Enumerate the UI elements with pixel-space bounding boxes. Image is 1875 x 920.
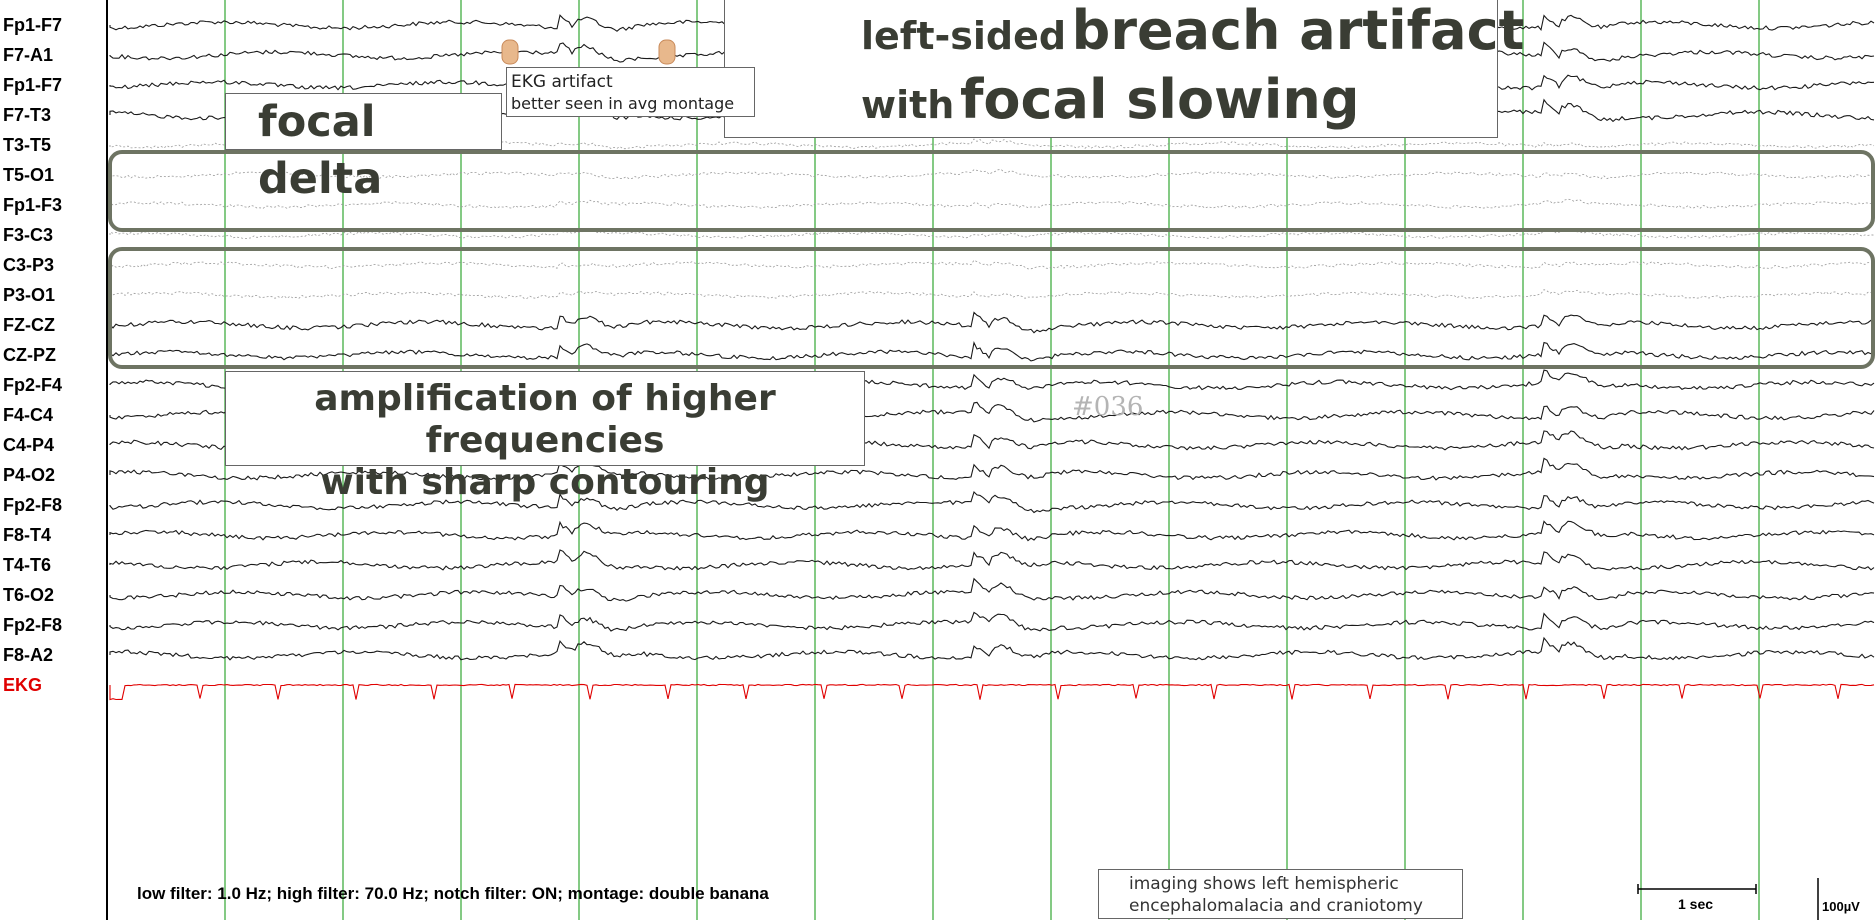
page-number-watermark: #036 — [1072, 392, 1144, 422]
title-large-2: focal slowing — [959, 68, 1360, 131]
amplitude-scale-label: 100µV — [1822, 899, 1860, 914]
channel-label: T5-O1 — [3, 165, 55, 185]
channel-label: EKG — [3, 675, 43, 695]
channel-label: F3-C3 — [3, 225, 54, 245]
amplification-annotation: amplification of higher frequencies with… — [225, 371, 865, 503]
channel-label: T6-O2 — [3, 585, 55, 605]
channel-trace — [109, 611, 1875, 632]
channel-label: Fp1-F3 — [3, 195, 63, 215]
channel-label: Fp2-F8 — [3, 495, 63, 515]
focal-delta-annotation: focal delta — [225, 93, 502, 204]
channel-label: Fp2-F8 — [3, 615, 63, 635]
channel-trace — [109, 549, 1875, 571]
amplification-line-2: with sharp contouring — [320, 462, 770, 503]
channel-label: F8-T4 — [3, 525, 52, 545]
channel-trace — [109, 289, 1875, 299]
channel-trace — [109, 457, 1875, 481]
ekg-marker — [501, 39, 519, 65]
highlight-box-parasagittal — [108, 247, 1875, 369]
scale-bars — [1637, 878, 1819, 920]
title-small-1: left-sided — [861, 14, 1067, 58]
channel-trace — [109, 683, 1875, 701]
channel-trace — [109, 311, 1875, 334]
ekg-marker — [658, 39, 676, 65]
ekg-artifact-annotation: EKG artifact better seen in avg montage — [506, 67, 755, 117]
channel-label: Fp1-F7 — [3, 75, 63, 95]
channel-trace — [109, 259, 1875, 270]
channel-label: P4-O2 — [3, 465, 56, 485]
title-annotation: left-sided breach artifact with focal sl… — [724, 0, 1524, 138]
channel-label: T3-T5 — [3, 135, 52, 155]
time-scale-label: 1 sec — [1678, 896, 1714, 912]
channel-label: F4-C4 — [3, 405, 54, 425]
ekg-markers — [501, 39, 753, 65]
channel-label: F7-A1 — [3, 45, 54, 65]
channel-label: CZ-PZ — [3, 345, 56, 365]
channel-label: C3-P3 — [3, 255, 55, 275]
channel-trace — [109, 490, 1875, 514]
amplification-line-1: amplification of higher frequencies — [314, 378, 776, 461]
ekg-artifact-title: EKG artifact — [511, 72, 613, 92]
channel-label: Fp1-F7 — [3, 15, 63, 35]
title-large-1: breach artifact — [1071, 0, 1525, 62]
channel-trace — [109, 198, 1875, 209]
ekg-artifact-subtitle: better seen in avg montage — [511, 94, 735, 113]
channel-label: Fp2-F4 — [3, 375, 63, 395]
channel-trace — [109, 577, 1875, 602]
channel-trace — [109, 520, 1875, 542]
channel-trace — [109, 341, 1875, 362]
channel-label: C4-P4 — [3, 435, 55, 455]
highlight-boxes — [108, 150, 1875, 369]
title-small-2: with — [861, 83, 955, 127]
channel-label: F7-T3 — [3, 105, 52, 125]
imaging-line-2: encephalomalacia and craniotomy — [1129, 896, 1423, 916]
highlight-box-temporal — [108, 150, 1875, 232]
filter-settings: low filter: 1.0 Hz; high filter: 70.0 Hz… — [137, 884, 769, 903]
channel-trace — [109, 636, 1875, 661]
imaging-line-1: imaging shows left hemispheric — [1129, 874, 1399, 894]
channel-trace — [109, 168, 1875, 180]
imaging-annotation: imaging shows left hemispheric encephalo… — [1098, 869, 1463, 919]
channel-label: FZ-CZ — [3, 315, 55, 335]
channel-label: P3-O1 — [3, 285, 56, 305]
channel-label: F8-A2 — [3, 645, 54, 665]
channel-label: T4-T6 — [3, 555, 52, 575]
